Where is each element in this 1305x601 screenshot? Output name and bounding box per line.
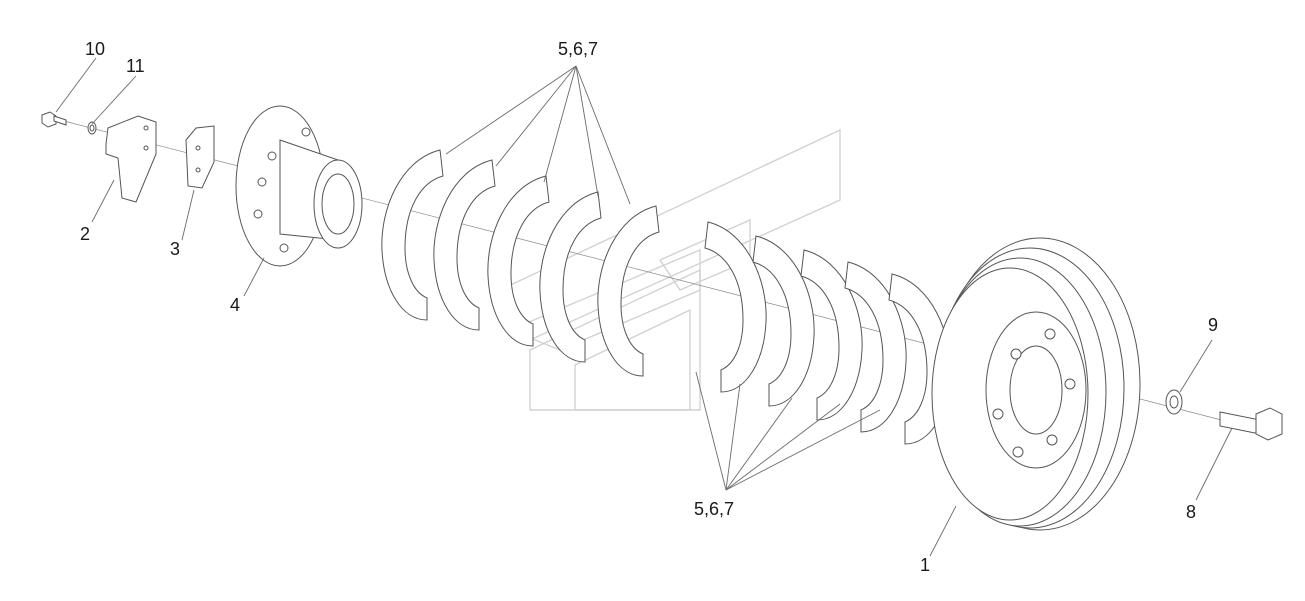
callout-5-6-7-lower: 5,6,7 [694,499,735,519]
washer-part-11 [87,121,97,135]
shim-group-upper [381,149,660,377]
washer-part-9 [1165,389,1183,415]
pulley-part-1 [931,237,1141,531]
callout-4: 4 [230,295,241,315]
leader-lines [55,57,1233,557]
callout-9: 9 [1208,315,1219,335]
bolt-part-8 [1219,407,1283,441]
callout-10: 10 [85,39,106,59]
bolt-part-10 [41,111,67,128]
callout-11: 11 [126,56,145,76]
callout-8: 8 [1186,502,1197,522]
callout-3: 3 [170,239,181,259]
callout-2: 2 [80,224,91,244]
callout-5-6-7-upper: 5,6,7 [558,39,599,59]
plate-part-2 [105,115,157,203]
shim-group-lower [704,221,951,445]
hub-part-4 [235,105,363,267]
callout-1: 1 [920,555,931,575]
bracket-part-3 [185,125,215,189]
